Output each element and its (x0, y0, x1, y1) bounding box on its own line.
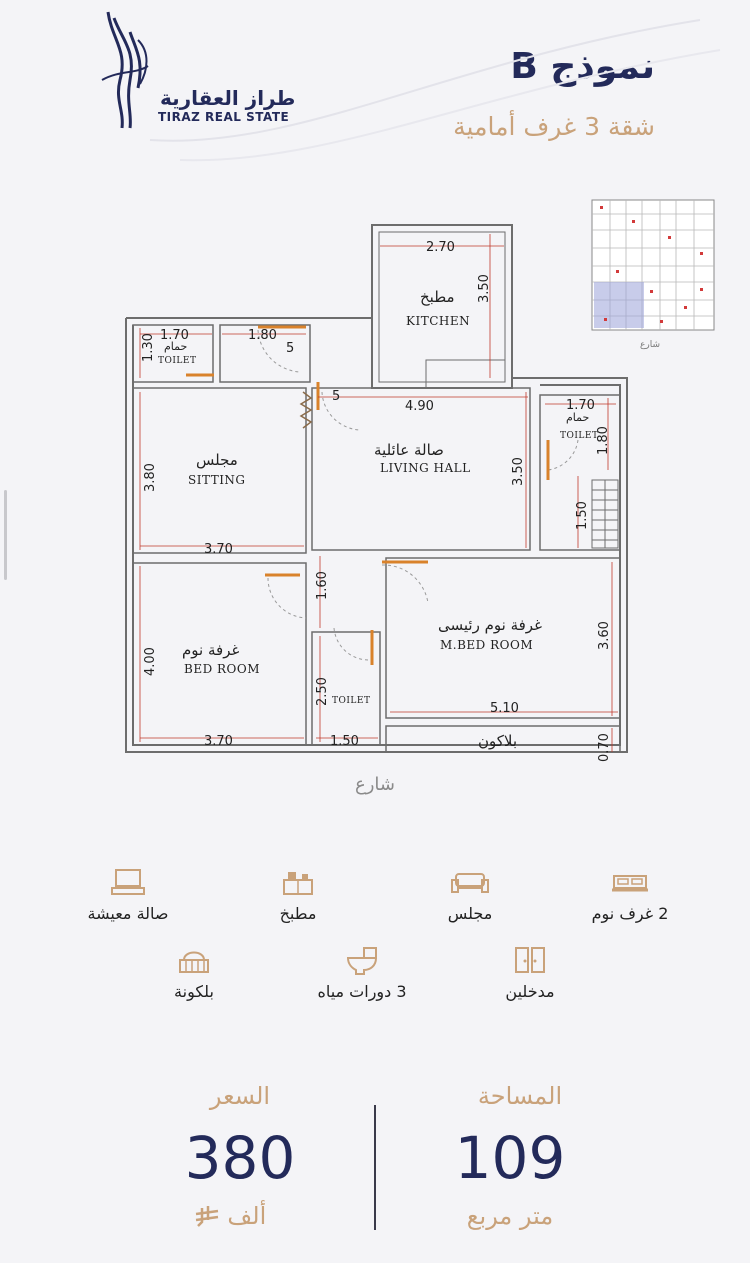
dim-bedroom-width: 3.70 (204, 734, 233, 749)
dim-kitchen-height: 3.50 (477, 274, 492, 303)
room-sitting-en: SITTING (188, 473, 246, 487)
room-living-en: LIVING HALL (380, 461, 471, 475)
feature-entrances-label: مدخلين (505, 982, 555, 1001)
room-toilet2-ar: حمام (566, 411, 589, 424)
brand-name-english: TIRAZ REAL STATE (158, 110, 290, 124)
price-unit: ألف (160, 1202, 300, 1230)
dim-toilet3-width: 1.50 (330, 734, 359, 749)
feature-living: صالة معيشة (58, 868, 198, 923)
floor-plan: 2.70 3.50 1.70 1.80 1.30 5 5 4.90 3.50 1… (125, 19, 721, 762)
dim-corridor-width: 1.80 (248, 328, 277, 343)
street-label: شارع (355, 774, 395, 795)
dim-toilet1-height: 1.30 (141, 333, 156, 362)
dim-toilet3-height: 2.50 (315, 677, 330, 706)
model-subtitle: شقة 3 غرف أمامية (453, 112, 655, 141)
area-label: المساحة (477, 1082, 563, 1110)
room-kitchen-ar: مطبخ (420, 288, 455, 306)
room-living-ar: صالة عائلية (374, 441, 444, 459)
price-unit-text: ألف (227, 1202, 267, 1230)
key-plan-street-label: شارع (640, 340, 660, 350)
toilet-icon (346, 947, 378, 975)
feature-living-label: صالة معيشة (87, 904, 169, 923)
room-toilet1-ar: حمام (164, 340, 187, 353)
feature-balcony-label: بلكونة (174, 982, 214, 1001)
room-toilet3-en: TOILET (332, 696, 371, 706)
dim-sitting-height: 3.80 (143, 463, 158, 492)
feature-bedrooms: 2 غرف نوم (560, 868, 700, 923)
dim-master-height: 3.60 (597, 621, 612, 650)
feature-sitting-label: مجلس (447, 904, 493, 923)
feature-balcony: بلكونة (124, 946, 264, 1001)
room-toilet1-en: TOILET (158, 356, 197, 366)
room-bedroom-ar: غرفة نوم (182, 641, 239, 659)
dim-door-b: 5 (332, 389, 340, 404)
dimension-lines (139, 234, 618, 752)
room-sitting-ar: مجلس (196, 451, 238, 469)
dim-living-height: 3.50 (511, 457, 526, 486)
door-icon (515, 947, 545, 973)
room-kitchen-en: KITCHEN (406, 314, 470, 328)
kitchen-icon (283, 872, 313, 895)
walls (125, 224, 628, 753)
dim-sitting-width: 3.70 (204, 542, 233, 557)
area-value: 109 (454, 1124, 566, 1192)
area-unit: متر مربع (466, 1202, 554, 1230)
dim-toilet2-height: 1.80 (596, 426, 611, 455)
dim-balcony-height: 0.70 (597, 733, 612, 762)
divider (374, 1105, 376, 1230)
dim-kitchen-width: 2.70 (426, 240, 455, 255)
feature-kitchen-label: مطبخ (279, 904, 317, 923)
feature-bathrooms: 3 دورات مياه (292, 946, 432, 1001)
feature-entrances: مدخلين (460, 946, 600, 1001)
feature-bedrooms-label: 2 غرف نوم (591, 904, 669, 923)
dim-toilet1-width: 1.70 (160, 328, 189, 343)
key-plan-thumbnail (591, 199, 715, 331)
bed-icon (612, 875, 648, 892)
brand-logo-icon (101, 11, 149, 129)
price-value: 380 (184, 1124, 296, 1192)
feature-bathrooms-label: 3 دورات مياه (317, 982, 407, 1001)
dim-master-width: 5.10 (490, 701, 519, 716)
dim-toilet2-width: 1.70 (566, 398, 595, 413)
room-bedroom-en: BED ROOM (184, 662, 260, 676)
sofa-icon (451, 873, 489, 893)
riyal-symbol-icon (195, 1206, 218, 1227)
doors (186, 325, 550, 665)
feature-kitchen: مطبخ (228, 868, 368, 923)
feature-sitting: مجلس (400, 868, 540, 923)
room-balcony-ar: بلاكون (478, 732, 517, 750)
dim-living-width: 4.90 (405, 399, 434, 414)
dim-corridor-height: 1.60 (315, 571, 330, 600)
room-toilet2-en: TOILET (560, 431, 599, 441)
room-master-ar: غرفة نوم رئيسى (438, 616, 542, 634)
tv-icon (111, 869, 145, 895)
dim-bedroom-height: 4.00 (143, 647, 158, 676)
dim-stair-height: 1.50 (575, 501, 590, 530)
room-master-en: M.BED ROOM (440, 638, 533, 652)
scrollbar-thumb[interactable] (4, 490, 7, 580)
price-label: السعر (209, 1082, 271, 1110)
balcony-icon (179, 951, 209, 973)
brand-name-arabic: طراز العقارية (160, 86, 296, 110)
dim-door-a: 5 (286, 341, 294, 356)
